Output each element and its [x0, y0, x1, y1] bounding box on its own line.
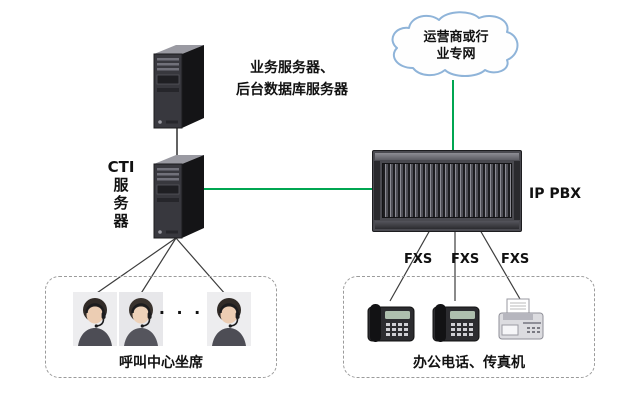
agent-photo-2: [119, 292, 163, 346]
pbx-right-rail: [514, 161, 520, 220]
desk-phone-icon-2: [432, 301, 480, 345]
app-server-label-line2: 后台数据库服务器: [236, 82, 348, 98]
agent-graphic: [207, 292, 251, 346]
pbx-left-rail: [374, 161, 380, 220]
cti-label-line1: CTI: [107, 158, 135, 176]
office-devices-group: 办公电话、传真机: [343, 276, 595, 378]
server-tower-graphic: [153, 45, 204, 129]
call-center-label: 呼叫中心坐席: [119, 355, 203, 371]
cloud-label: 运营商或行 业专网: [383, 29, 529, 63]
call-center-group: · · · 呼叫中心坐席: [45, 276, 277, 378]
pbx-card-slots: [382, 163, 512, 218]
app-server-label-line1: 业务服务器、: [250, 60, 334, 76]
phone-graphic: [367, 304, 415, 342]
cti-server-label: CTI 服 务 器: [103, 158, 139, 230]
agent-graphic: [73, 292, 117, 346]
desk-phone-icon-1: [367, 301, 415, 345]
ip-pbx-label: IP PBX: [529, 186, 582, 202]
cloud-icon: [391, 11, 519, 77]
app-server-label: 业务服务器、 后台数据库服务器: [218, 57, 366, 101]
agent-photo-3: [207, 292, 251, 346]
pbx-bottom-panel: [375, 221, 519, 229]
fxs-label-2: FXS: [451, 252, 480, 267]
cti-label-line2: 服: [113, 176, 129, 194]
fxs-label-1: FXS: [404, 252, 433, 267]
fxs-label-3: FXS: [501, 252, 530, 267]
app-server-icon: [140, 40, 215, 132]
agent-graphic: [119, 292, 163, 346]
cloud-network: 运营商或行 业专网: [383, 10, 529, 82]
server-tower-graphic: [153, 155, 204, 239]
pbx-top-panel: [375, 153, 519, 160]
agent-photo-1: [73, 292, 117, 346]
phone-graphic: [432, 304, 480, 342]
cloud-label-line2: 业专网: [436, 47, 476, 62]
cti-label-line3: 务: [113, 194, 129, 212]
cti-label-line4: 器: [113, 212, 129, 230]
office-devices-label: 办公电话、传真机: [413, 355, 525, 371]
agents-ellipsis: · · ·: [158, 303, 204, 322]
fax-machine-icon: [497, 297, 545, 345]
cti-server-icon: [140, 150, 215, 242]
fax-graphic: [498, 298, 544, 340]
cloud-label-line1: 运营商或行: [423, 30, 489, 45]
ip-pbx-icon: [372, 150, 522, 232]
